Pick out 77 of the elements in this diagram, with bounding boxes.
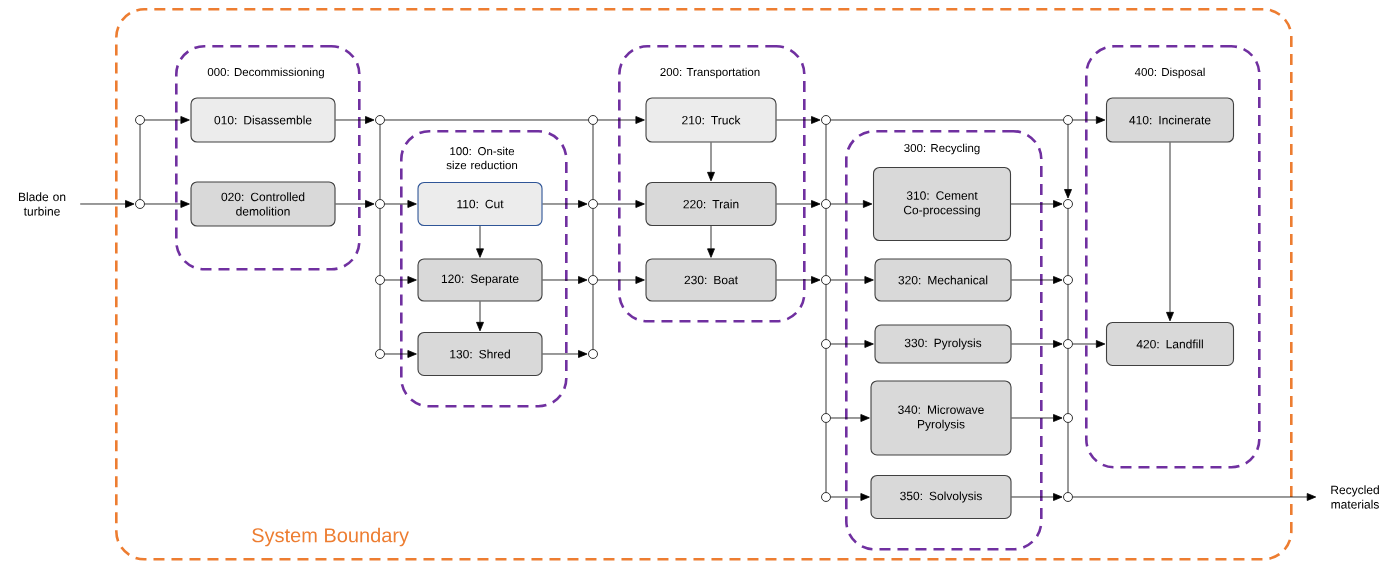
- arrow: [1010, 200, 1063, 208]
- arrow: [597, 276, 645, 284]
- arrow: [1011, 340, 1063, 348]
- arrow: [597, 200, 645, 208]
- connector-line: [825, 422, 827, 493]
- arrow: [476, 301, 484, 332]
- arrow: [384, 200, 417, 208]
- arrow: [1072, 340, 1106, 348]
- arrow: [707, 225, 715, 258]
- connector-line: [592, 208, 594, 276]
- connector-line: [825, 124, 827, 200]
- arrow: [542, 276, 588, 284]
- connector-line: [139, 124, 141, 200]
- arrow: [776, 200, 821, 208]
- connector-line: [830, 119, 1064, 121]
- arrow: [384, 276, 417, 284]
- connector-line: [592, 124, 594, 200]
- arrow: [830, 340, 874, 348]
- arrow: [1011, 493, 1063, 501]
- process-box: 320: Mechanical: [874, 258, 1012, 302]
- arrow: [1072, 116, 1106, 124]
- process-box: 210: Truck: [645, 97, 777, 143]
- process-box: 310: Cement Co-processing: [872, 166, 1012, 242]
- connector-line: [825, 284, 827, 340]
- connector-line: [1067, 208, 1069, 276]
- group-heading: 000: Decommissioning: [207, 67, 324, 79]
- process-box: 230: Boat: [645, 258, 777, 302]
- arrow: [335, 116, 375, 124]
- arrow: [79, 200, 135, 208]
- arrow: [1011, 276, 1063, 284]
- connector-line: [825, 348, 827, 414]
- connector-line: [1067, 422, 1069, 493]
- process-box: 340: Microwave Pyrolysis: [870, 380, 1012, 456]
- process-box: 120: Separate: [417, 258, 543, 302]
- flow-label: Blade on turbine: [19, 192, 66, 216]
- process-box: 350: Solvolysis: [870, 474, 1012, 520]
- process-box: 330: Pyrolysis: [874, 324, 1012, 364]
- process-box: 010: Disassemble: [190, 97, 336, 143]
- arrow: [830, 276, 874, 284]
- connector-line: [384, 119, 589, 121]
- arrow: [335, 200, 375, 208]
- arrow: [144, 116, 190, 124]
- process-box: 130: Shred: [417, 331, 543, 377]
- arrow: [597, 116, 645, 124]
- arrow: [1011, 414, 1063, 422]
- arrow: [776, 116, 821, 124]
- arrow: [707, 142, 715, 182]
- boundary-label: System Boundary: [252, 527, 409, 547]
- flow-label: Recycled materials: [1331, 485, 1379, 509]
- connector-line: [379, 284, 381, 350]
- arrow: [384, 350, 417, 358]
- arrow: [542, 200, 588, 208]
- arrow: [542, 350, 588, 358]
- arrow: [830, 493, 870, 501]
- process-box: 110: Cut: [417, 181, 543, 227]
- group-heading: 400: Disposal: [1134, 67, 1205, 79]
- process-box: 420: Landfill: [1105, 321, 1235, 367]
- arrow: [1064, 124, 1072, 199]
- connector-line: [825, 208, 827, 276]
- process-box: 220: Train: [645, 181, 777, 227]
- process-box: 020: Controlled demolition: [190, 181, 336, 227]
- connector-line: [1067, 348, 1069, 414]
- connector-line: [1067, 284, 1069, 340]
- connector-line: [592, 284, 594, 350]
- arrow: [1166, 142, 1174, 322]
- arrow: [830, 200, 873, 208]
- arrow: [776, 276, 821, 284]
- group-heading: 100: On-site size reduction: [446, 146, 518, 170]
- connector-line: [379, 208, 381, 276]
- arrow: [830, 414, 870, 422]
- group-heading: 300: Recycling: [904, 143, 980, 155]
- connector-line: [379, 124, 381, 200]
- group-heading: 200: Transportation: [660, 67, 760, 79]
- arrow: [1072, 493, 1317, 501]
- process-box: 410: Incinerate: [1105, 97, 1235, 143]
- arrow: [476, 225, 484, 258]
- arrow: [144, 200, 190, 208]
